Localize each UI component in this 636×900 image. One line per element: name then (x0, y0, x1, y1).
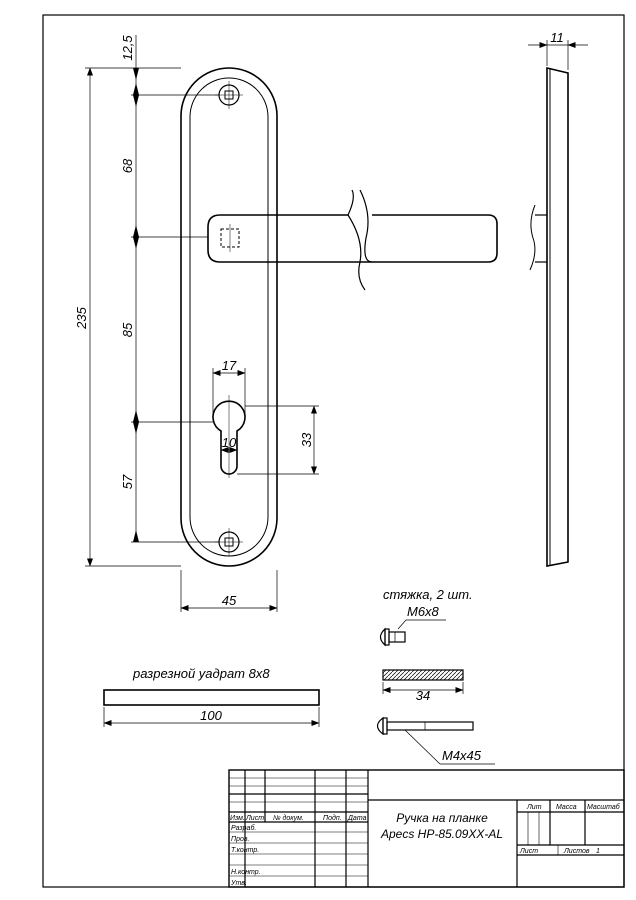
plate-inner-outline (189, 77, 269, 557)
tb-header-list: Лист (245, 815, 264, 822)
tb-header-sign: Подп. (323, 814, 342, 822)
tb-header-docnum: № докум. (273, 814, 304, 822)
tb-sheets-count: 1 (596, 848, 600, 855)
square-note: разрезной уадрат 8x8 (132, 666, 270, 681)
square-bar: разрезной уадрат 8x8 100 (103, 666, 320, 727)
tb-sheet: Лист (519, 848, 538, 855)
dim-lower: 57 (120, 474, 135, 489)
dimensions (85, 35, 319, 612)
dim-cylinder-hole: 10 (222, 435, 237, 450)
tb-lit: Лит (526, 804, 542, 811)
dim-upper: 68 (120, 158, 135, 173)
lower-screw-hole (215, 528, 243, 556)
dim-top-margin: 12,5 (120, 35, 135, 61)
sleeve-34 (382, 669, 464, 694)
label-m6x8: M6x8 (407, 604, 440, 619)
tb-header-date: Дата (347, 815, 367, 822)
label-m4x45: M4x45 (442, 748, 482, 763)
upper-screw-hole (215, 81, 243, 109)
lever (207, 189, 498, 291)
dim-cylinder-height: 33 (299, 432, 314, 447)
tie-note: стяжка, 2 шт. (383, 587, 473, 602)
plate-outline (180, 67, 278, 567)
tb-title-line1: Ручка на планке (396, 811, 488, 825)
tb-row-razrab: Разраб. (231, 824, 256, 832)
tb-row-tkontr: Т.контр. (231, 847, 259, 854)
tb-row-utv: Утв. (230, 880, 247, 887)
side-view: 11 (528, 30, 588, 567)
dim-square-length: 100 (200, 708, 222, 723)
tb-mass: Масса (556, 804, 577, 811)
front-view (180, 67, 498, 567)
dim-total-height: 235 (74, 306, 89, 329)
fasteners: стяжка, 2 шт. M6x8 34 M4x45 (376, 587, 495, 765)
tb-scale: Масштаб (587, 803, 621, 811)
tb-row-prov: Пров. (231, 836, 250, 843)
title-block: Изм. Лист № докум. Подп. Дата Разраб. Пр… (228, 769, 625, 888)
dim-cylinder-width: 17 (222, 358, 237, 373)
dim-width: 45 (222, 593, 237, 608)
tb-sheets: Листов (563, 848, 590, 855)
tb-title-line2: Apecs HP-85.09XX-AL (380, 827, 503, 841)
dim-sleeve-length: 34 (416, 688, 430, 703)
dim-thickness: 11 (550, 30, 564, 45)
screw-m6x8 (379, 619, 446, 647)
tb-header-izm: Изм. (230, 815, 245, 822)
screw-m4x45 (376, 716, 495, 765)
tb-row-nkontr: Н.контр. (231, 869, 261, 876)
sheet-frame (42, 14, 625, 888)
dim-middle: 85 (120, 322, 135, 337)
